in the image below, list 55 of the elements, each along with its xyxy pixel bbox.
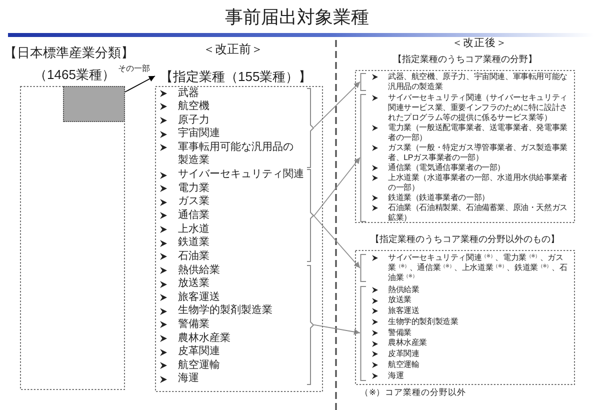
list-item: 鉄道業 <box>178 236 210 250</box>
list-item: 鉄道業（鉄道事業者の一部） <box>388 192 490 202</box>
list-item: 警備業 <box>388 328 412 338</box>
list-item: 熱供給業 <box>388 284 420 296</box>
list-item: 上水道業（水道事業者の一部、水道用水供給事業者の一部） <box>388 172 568 192</box>
title: 事前届出対象業種 <box>225 6 369 28</box>
list-item: サイバーセキュリティ関連 <box>178 168 304 182</box>
box-heading: 【指定業種のうちコア業種の分野以外のもの】 <box>370 233 560 246</box>
list-item: 皮革関連 <box>178 345 220 359</box>
list-item: サイバーセキュリティ関連（サイバーセキュリティ関連サービス業、重要インフラのために特に設計されたプログラム等の提供に係るサービス業等） <box>388 92 568 122</box>
footnote: （※）コア業種の分野以外 <box>360 387 466 398</box>
list-item: 警備業 <box>178 318 210 332</box>
list-item: 航空機 <box>178 100 210 114</box>
list-item: 宇宙関連 <box>178 127 220 141</box>
list-item: 農林水産業 <box>178 332 230 345</box>
list-item: 旅客運送 <box>178 290 220 304</box>
list-item: 軍事転用可能な汎用品の製造業 <box>178 140 294 168</box>
dotted-box <box>155 67 323 393</box>
list-item: 航空運輸 <box>388 360 420 370</box>
list-item: 武器 <box>178 86 199 100</box>
list-item: 生物学的製剤製造業 <box>178 304 272 318</box>
arrow <box>314 324 360 335</box>
list-item: ガス業 <box>178 195 210 209</box>
list-item: 海運 <box>178 372 199 386</box>
edge-label: その一部 <box>118 64 150 74</box>
box-heading: 【日本標準産業分類】 <box>4 44 134 61</box>
list-item: 海運 <box>388 370 404 382</box>
list-item: 航空運輸 <box>178 358 220 372</box>
list-item: 農林水産業 <box>388 338 428 349</box>
arrow <box>314 157 360 216</box>
list-item: ガス業（一般・特定ガス導管事業者、ガス製造事業者、LPガス事業者の一部） <box>388 142 568 162</box>
list-item: 旅客運送 <box>388 306 420 317</box>
list-item: 電力業（一般送配電事業者、送電事業者、発電事業者の一部） <box>388 122 568 142</box>
list-item: 生物学的製剤製造業 <box>388 316 458 328</box>
arrow <box>124 76 156 92</box>
box-heading: 【指定業種のうちコア業種の分野】 <box>393 53 537 66</box>
list-item: 通信業 <box>178 209 210 223</box>
list-item: 電力業 <box>178 182 210 195</box>
list-item: 熱供給業 <box>178 264 220 277</box>
box-heading: （1465業種） <box>34 66 115 83</box>
list-item: 放送業 <box>178 277 210 291</box>
section-label: ＜改正前＞ <box>203 42 263 57</box>
shaded-box <box>63 86 125 122</box>
list-item: 原子力 <box>178 114 210 127</box>
arrow <box>314 215 360 268</box>
list-item: 武器、航空機、原子力、宇宙関連、軍事転用可能な汎用品の製造業 <box>388 72 568 92</box>
list-item: 石油業 <box>178 250 210 264</box>
section-label: ＜改正後＞ <box>452 37 507 50</box>
list-item: 通信業（電気通信事業者の一部） <box>388 162 506 172</box>
list-item: 放送業 <box>388 295 412 306</box>
list-item: 上水道 <box>178 222 210 236</box>
list-item: 皮革関連 <box>388 349 420 360</box>
box-heading: 【指定業種（155業種）】 <box>160 68 312 85</box>
arrow <box>314 81 360 128</box>
list-item: 石油業（石油精製業、石油備蓄業、原油・天然ガス鉱業） <box>388 202 568 222</box>
